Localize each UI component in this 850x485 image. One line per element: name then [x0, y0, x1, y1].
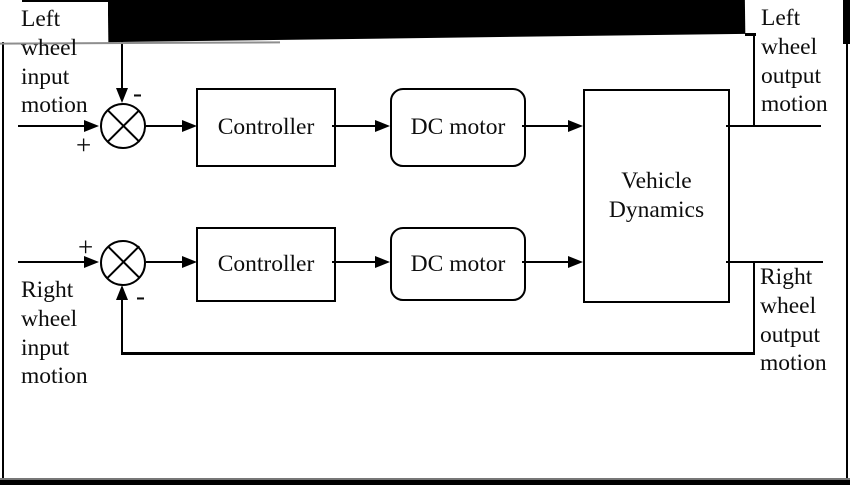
left-feedback-riser-line — [752, 34, 756, 126]
summing-junction-left — [100, 103, 146, 149]
left-wheel-output-label: Left wheel output motion — [761, 5, 828, 118]
summing-junction-right — [100, 239, 146, 286]
top-edge-strip — [22, 0, 108, 2]
controller-right-block: Controller — [196, 227, 336, 302]
left-controller-to-motor-line — [332, 124, 375, 128]
frame-left-border — [2, 42, 5, 479]
dc-motor-left-label: DC motor — [410, 114, 506, 140]
frame-right-border — [845, 43, 848, 479]
controller-left-label: Controller — [217, 114, 315, 140]
left-motor-to-vehicle-line — [522, 124, 568, 128]
right-feedback-rise-line — [120, 299, 124, 353]
dc-motor-right-label: DC motor — [410, 250, 506, 277]
right-input-line — [18, 260, 84, 264]
left-feedback-top-stub — [745, 33, 756, 36]
left-controller-arrowhead-icon — [182, 120, 197, 132]
right-feedback-arrowhead-icon — [116, 284, 128, 300]
top-right-redaction-block — [843, 0, 850, 44]
right-motor-to-vehicle-line — [522, 260, 568, 264]
plus-sign-left-loop: + — [76, 130, 92, 160]
left-sum-to-controller-line — [146, 124, 182, 128]
left-input-arrowhead-icon — [84, 120, 99, 132]
right-input-arrowhead-icon — [84, 256, 99, 268]
vehicle-dynamics-label: Vehicle Dynamics — [608, 168, 705, 223]
left-output-line — [726, 124, 821, 128]
left-wheel-input-label: Left wheel input motion — [21, 6, 88, 119]
minus-sign-right-loop: - — [136, 281, 145, 311]
left-motor-arrowhead-icon — [375, 120, 390, 132]
right-controller-arrowhead-icon — [182, 256, 197, 268]
left-vehicle-arrowhead-icon — [568, 120, 583, 132]
left-label-backplate — [0, 2, 108, 42]
right-sum-to-controller-line — [146, 260, 182, 264]
dc-motor-right-block: DC motor — [390, 227, 526, 301]
right-wheel-output-label: Right wheel output motion — [760, 264, 827, 377]
right-wheel-input-label: Right wheel input motion — [21, 277, 88, 390]
right-feedback-drop-line — [752, 262, 756, 355]
dc-motor-left-block: DC motor — [390, 88, 526, 167]
right-output-line — [726, 260, 823, 264]
left-feedback-arrowhead-icon — [116, 88, 128, 103]
right-controller-to-motor-line — [332, 260, 375, 264]
controller-right-label: Controller — [217, 251, 315, 277]
bottom-frame-line — [0, 478, 850, 480]
minus-sign-left-loop: - — [133, 78, 142, 108]
left-feedback-drop-line — [120, 40, 124, 89]
left-input-line — [18, 124, 84, 128]
right-vehicle-arrowhead-icon — [568, 256, 583, 268]
right-motor-arrowhead-icon — [375, 256, 390, 268]
bottom-redaction-bar — [0, 480, 850, 485]
plus-sign-right-loop: + — [78, 232, 94, 262]
top-redaction-bar — [107, 0, 746, 43]
vehicle-dynamics-block: Vehicle Dynamics — [583, 89, 730, 303]
right-feedback-bottom-line — [121, 352, 755, 355]
controller-left-block: Controller — [196, 88, 336, 167]
